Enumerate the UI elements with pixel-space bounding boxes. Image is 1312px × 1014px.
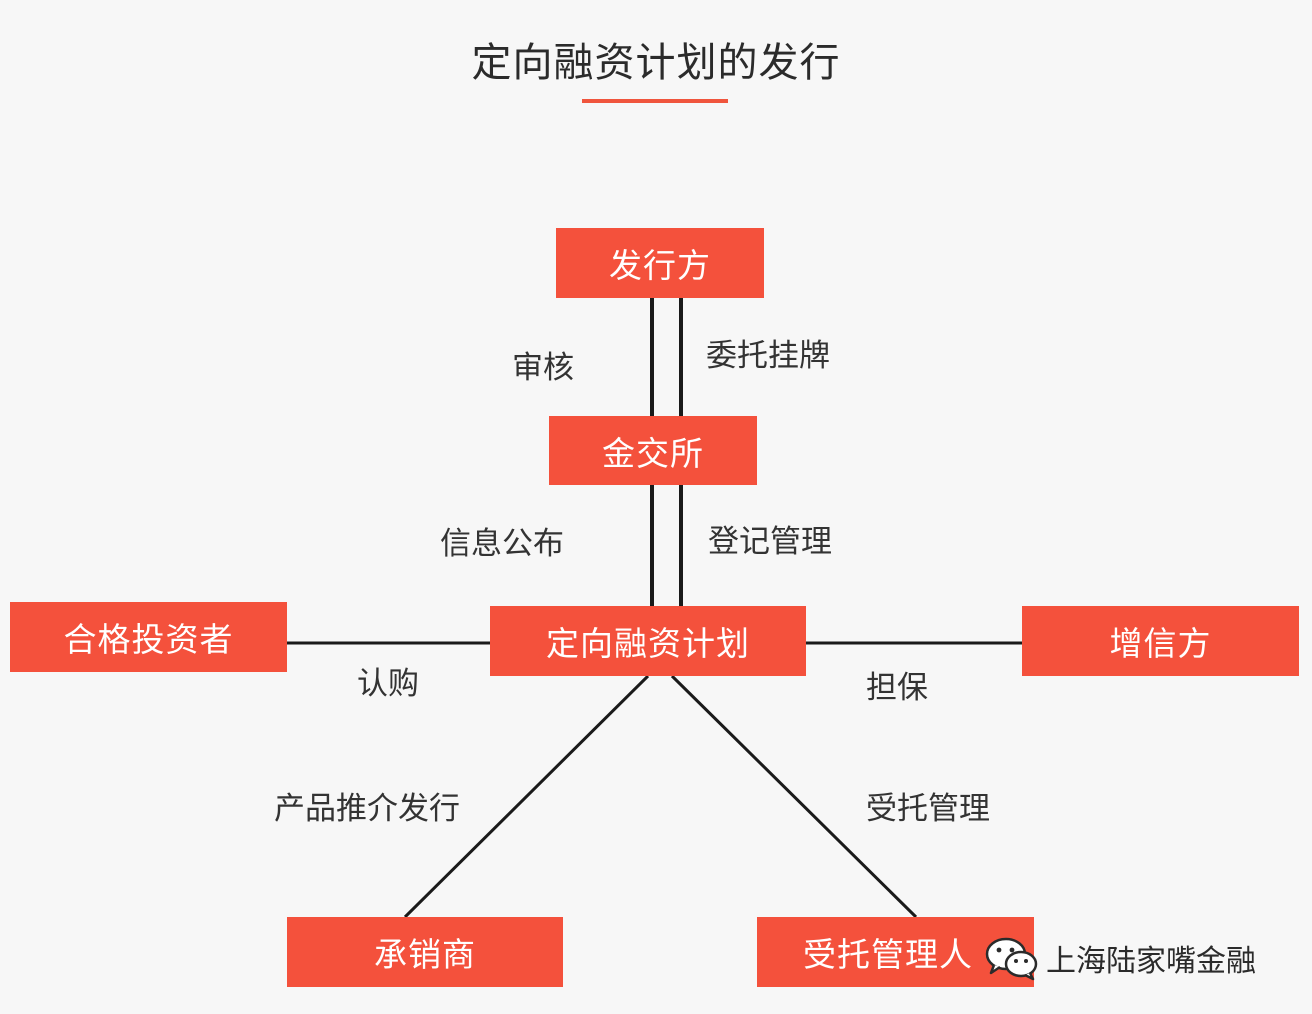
label-entrust-listing: 委托挂牌 [706,338,830,374]
label-info-publish: 信息公布 [440,526,564,562]
title-underline [582,99,728,103]
wechat-icon [985,937,1038,981]
edge-plan-underwriter [403,674,650,919]
page-title: 定向融资计划的发行 [471,40,841,86]
label-subscribe: 认购 [357,666,419,702]
label-trust-mgmt: 受托管理 [866,791,990,827]
label-registration: 登记管理 [708,524,832,560]
node-exchange: 金交所 [549,416,757,485]
label-promotion: 产品推介发行 [274,791,460,827]
node-issuer: 发行方 [556,228,764,298]
node-plan: 定向融资计划 [490,606,806,676]
watermark-text: 上海陆家嘴金融 [1046,944,1256,979]
node-guarantor: 增信方 [1022,606,1299,676]
edge-plan-trustee [670,674,918,919]
node-trustee: 受托管理人 [757,917,1034,987]
label-guarantee: 担保 [866,670,928,706]
watermark: 上海陆家嘴金融 [984,930,1256,986]
label-review: 审核 [512,350,574,386]
node-underwriter: 承销商 [287,917,563,987]
node-investor: 合格投资者 [10,602,287,672]
